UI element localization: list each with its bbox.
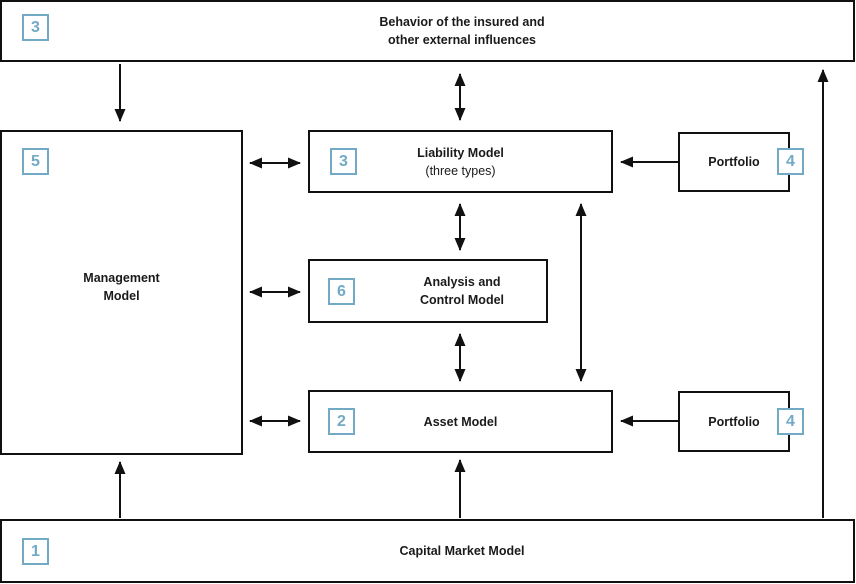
liability-number-badge: 3 (330, 148, 357, 175)
management-label: Management Model (83, 269, 159, 305)
liability-label-title: Liability Model (417, 145, 504, 160)
liability-model-box: 3 Liability Model (three types) (308, 130, 613, 193)
portfolio-bottom-box: Portfolio 4 (678, 391, 804, 452)
management-label-line2: Model (103, 288, 140, 303)
analysis-number-badge: 6 (328, 278, 355, 305)
portfolio-bottom-label: Portfolio (708, 414, 760, 429)
behavior-label: Behavior of the insured and other extern… (379, 13, 544, 49)
management-model-box: 5 Management Model (0, 130, 243, 455)
liability-label-subtitle: (three types) (425, 163, 496, 178)
asset-model-box: 2 Asset Model (308, 390, 613, 453)
behavior-label-line2: other external influences (388, 33, 536, 47)
analysis-label-line2: Control Model (419, 293, 505, 307)
asset-number-badge: 2 (328, 408, 355, 435)
behavior-label-line1: Behavior of the insured and (379, 15, 545, 29)
liability-label: Liability Model (three types) (417, 144, 504, 180)
analysis-control-model-box: 6 Analysis and Control Model (308, 259, 548, 323)
behavior-number-badge: 3 (22, 14, 49, 41)
management-number-badge: 5 (22, 148, 49, 175)
capital-market-model-box: 1 Capital Market Model (0, 519, 855, 583)
capital-number-badge: 1 (22, 538, 49, 565)
portfolio-top-number-badge: 4 (777, 148, 804, 175)
portfolio-top-label: Portfolio (708, 155, 760, 169)
portfolio-top-box: Portfolio 4 (678, 132, 804, 192)
portfolio-bottom-number-badge: 4 (777, 408, 804, 435)
analysis-label-line1: Analysis and (423, 275, 501, 289)
capital-label: Capital Market Model (399, 544, 525, 558)
analysis-label: Analysis and Control Model (420, 273, 504, 309)
asset-label: Asset Model (423, 414, 498, 429)
behavior-box: 3 Behavior of the insured and other exte… (0, 0, 855, 62)
management-label-line1: Management (83, 270, 160, 285)
